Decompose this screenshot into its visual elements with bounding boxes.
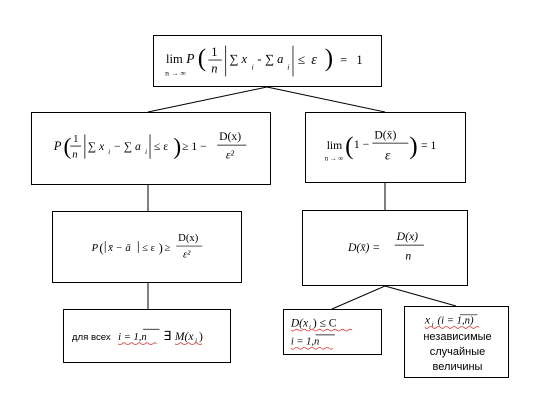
svg-text:≥ 1 −: ≥ 1 − [182,140,207,153]
svg-text:D(x): D(x) [396,230,418,243]
frac-one: 1 [211,45,217,59]
svg-text:i = 1,n: i = 1,n [291,336,319,347]
node-mean-inequality: P ( x̄ − ā ≤ ε ) ≥ D(x) ε² [52,211,242,283]
root-formula: lim n → ∞ P ( 1 n ∑ x i - ∑ a i ≤ ε ) = … [165,45,363,78]
svg-text:D(x): D(x) [219,130,241,143]
svg-text:для всех: для всех [72,332,111,343]
node-bounded: D(x i ) ≤ C i = 1,n [283,309,382,355]
svg-text:x̄ − ā: x̄ − ā [107,242,131,254]
svg-text:i: i [309,324,311,331]
rhs: 1 [356,53,362,67]
sub-i2: i [287,63,289,72]
exists-formula: для всех i = 1,n ∃ M(x i ) [72,329,203,346]
limit-formula: lim n → ∞ ( 1 − D(x̄) ε ) = 1 [325,128,437,163]
svg-text:ε²: ε² [226,149,235,162]
node-exists: для всех i = 1,n ∃ M(x i ) [63,309,231,363]
eq: = [340,53,347,67]
svg-text:): ) [199,331,203,343]
svg-text:D(x̄) =: D(x̄) = [347,241,380,254]
node-independent: x i (i = 1,n) независимые случайные вели… [404,306,509,378]
sum-a: ∑ a [265,52,283,66]
svg-text:D(x: D(x [290,317,308,329]
svg-text:): ) [159,241,163,255]
svg-text:x: x [424,314,431,327]
svg-text:n → ∞: n → ∞ [325,156,344,163]
svg-text:D(x̄): D(x̄) [374,128,396,141]
edge-root-chebyshev [147,86,268,113]
svg-text:(: ( [99,241,103,255]
minus: - [257,52,261,66]
paren-open: ( [198,45,206,72]
svg-text:ε: ε [385,148,391,163]
svg-text:∑ x: ∑ x [88,140,105,153]
independent-line4: величины [432,361,483,373]
P-text: P [185,51,194,66]
svg-text:(i = 1,n): (i = 1,n) [438,315,474,327]
svg-text:ε²: ε² [183,249,191,261]
sum-x: ∑ x [230,52,248,66]
node-chebyshev: P ( 1 n ∑ x i − ∑ a i ≤ ε ) ≥ 1 − D(x) ε… [31,112,271,185]
svg-text:i: i [195,338,197,345]
svg-text:n: n [72,149,77,161]
paren-close: ) [325,45,333,72]
svg-text:i: i [108,149,110,156]
node-limit: lim n → ∞ ( 1 − D(x̄) ε ) = 1 [305,112,466,183]
chebyshev-formula: P ( 1 n ∑ x i − ∑ a i ≤ ε ) ≥ 1 − D(x) ε… [53,130,247,162]
edge-variance-independent [384,285,457,307]
svg-text:≤ ε: ≤ ε [154,140,168,153]
svg-text:(: ( [63,134,71,160]
svg-text:≥: ≥ [165,242,171,254]
independent-line2: независимые [423,331,492,343]
svg-text:∃: ∃ [163,329,171,343]
independent-header: x i (i = 1,n) [424,314,480,329]
le: ≤ [298,52,305,67]
eps: ε [311,52,317,68]
bounded-formula: D(x i ) ≤ C i = 1,n [290,317,353,350]
svg-text:(: ( [345,132,353,160]
svg-text:i: i [432,321,434,328]
independent-line3: случайные [429,346,486,358]
svg-text:D(x): D(x) [178,232,199,244]
svg-text:): ) [409,132,417,160]
edge-root-limit [266,86,386,113]
svg-text:i: i [145,149,147,156]
svg-text:) ≤ C: ) ≤ C [313,317,337,329]
svg-text:i = 1,n: i = 1,n [118,332,147,343]
svg-text:P: P [91,242,99,254]
svg-text:≤ ε: ≤ ε [142,242,156,254]
variance-formula: D(x̄) = D(x) n [347,230,424,263]
mean-formula: P ( x̄ − ā ≤ ε ) ≥ D(x) ε² [91,232,203,261]
node-root: lim n → ∞ P ( 1 n ∑ x i - ∑ a i ≤ ε ) = … [153,35,382,87]
svg-text:lim: lim [327,139,343,152]
node-variance: D(x̄) = D(x) n [302,210,468,286]
svg-text:∑ a: ∑ a [124,140,141,153]
frac-n: n [211,62,217,76]
svg-text:n: n [405,250,411,263]
svg-text:P: P [53,139,62,153]
edge-variance-bounded [331,285,386,310]
sub-i1: i [252,63,254,72]
svg-text:1 −: 1 − [354,138,369,151]
svg-text:1: 1 [73,133,78,145]
lim-sub: n → ∞ [165,68,186,77]
svg-text:−: − [114,140,121,153]
svg-text:= 1: = 1 [421,139,436,152]
lim-text: lim [166,52,183,66]
svg-text:M(x: M(x [174,331,194,343]
svg-text:): ) [173,134,181,160]
